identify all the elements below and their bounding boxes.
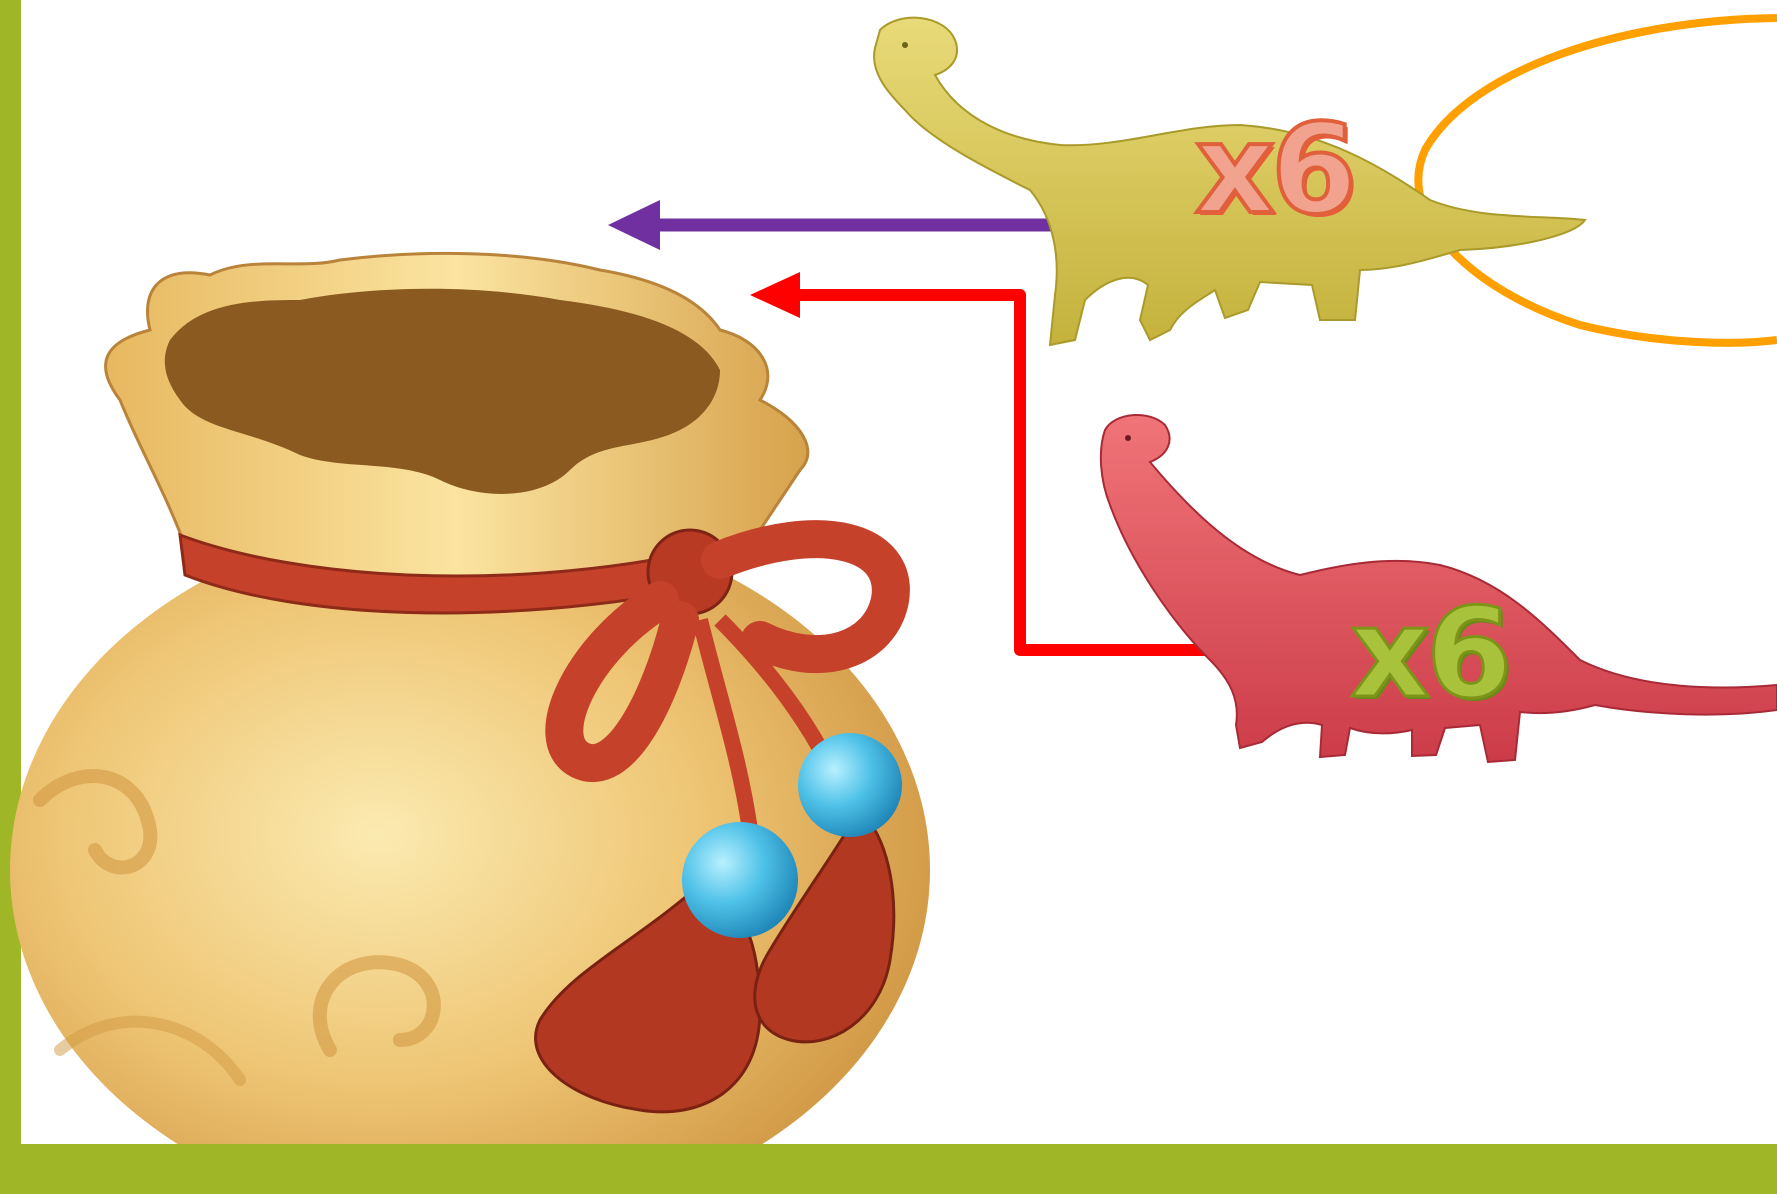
- gold-bag-image: [10, 253, 930, 1194]
- frame-bottom-bar: [0, 1144, 1777, 1194]
- purple-arrow-icon: [608, 200, 1055, 250]
- red-dinosaur-count-label: x6: [1350, 592, 1508, 716]
- oval-outline: [1418, 18, 1777, 343]
- yellow-dinosaur-count-label: x6: [1195, 108, 1353, 232]
